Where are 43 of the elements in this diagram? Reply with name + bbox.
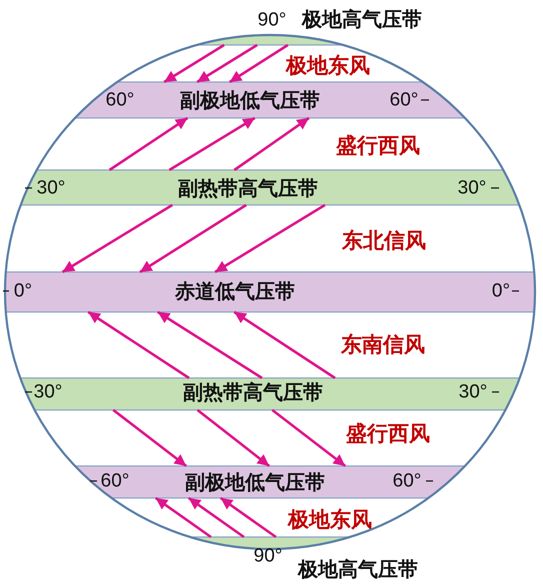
wind-arrow — [62, 204, 173, 274]
wind-arrow — [196, 408, 270, 468]
wind-arrow — [234, 310, 336, 380]
wind-arrow — [196, 44, 258, 84]
wind-arrow — [168, 116, 256, 172]
latitude-label: 60° — [392, 472, 422, 490]
wind-arrow — [154, 496, 212, 538]
wind-arrow — [214, 204, 326, 274]
latitude-label: 30° — [36, 178, 66, 198]
latitude-label: 90° — [254, 546, 282, 566]
latitude-label: 90° — [258, 10, 286, 30]
wind-arrow — [234, 116, 310, 172]
wind-label: 极地东风 — [288, 510, 372, 530]
latitude-label: 60° — [100, 472, 130, 490]
wind-label: 东北信风 — [342, 230, 426, 252]
wind-arrow — [188, 496, 245, 538]
wind-arrow — [220, 496, 277, 538]
latitude-label: 60° — [390, 90, 418, 110]
wind-arrow — [139, 204, 247, 274]
latitude-label: 60° — [106, 90, 134, 110]
latitude-label: 30° — [34, 382, 62, 402]
wind-arrow — [229, 44, 289, 84]
wind-arrow — [157, 310, 263, 380]
latitude-label: 0° — [14, 282, 32, 300]
latitude-label: 30° — [458, 382, 488, 402]
wind-arrow — [271, 408, 346, 468]
pressure-belt-label: 副极地低气压带 — [185, 473, 325, 493]
pressure-belt-label: 极地高气压带 — [302, 10, 422, 30]
wind-label: 盛行西风 — [336, 136, 420, 156]
latitude-label: 30° — [458, 178, 486, 198]
wind-label: 盛行西风 — [346, 424, 430, 444]
wind-arrow — [108, 116, 188, 172]
wind-arrow — [112, 408, 188, 468]
pressure-belt-label: 极地高气压带 — [298, 560, 418, 580]
pressure-belt-label: 赤道低气压带 — [175, 282, 295, 302]
wind-label: 极地东风 — [286, 56, 370, 76]
wind-arrow — [164, 44, 225, 84]
pressure-belt-label: 副热带高气压带 — [178, 179, 318, 199]
pressure-belt-label: 副极地低气压带 — [180, 91, 320, 111]
wind-arrow — [88, 310, 190, 380]
pressure-belt-label: 副热带高气压带 — [183, 383, 323, 403]
wind-label: 东南信风 — [341, 334, 425, 356]
latitude-label: 0° — [492, 282, 510, 300]
